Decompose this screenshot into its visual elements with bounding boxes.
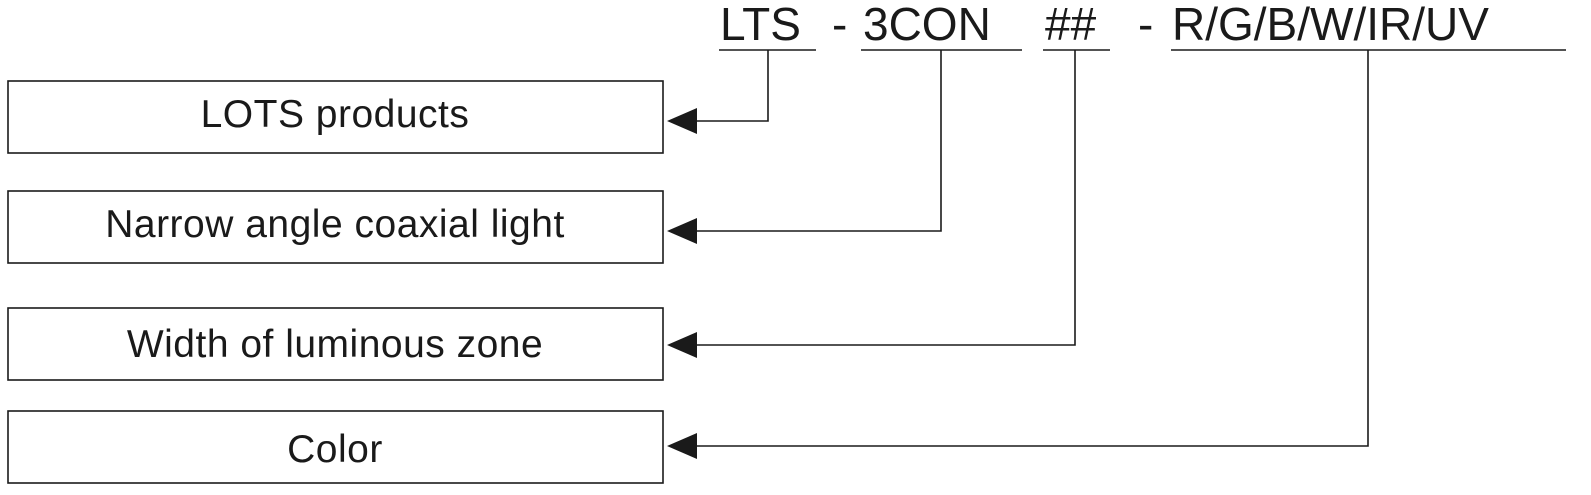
arrow-color-icon <box>667 433 697 459</box>
box-series: LOTS products <box>7 80 664 154</box>
box-color-frame <box>7 410 664 484</box>
box-type: Narrow angle coaxial light <box>7 190 664 264</box>
part-number-code: LTS - 3CON ## - R/G/B/W/IR/UV <box>720 0 1489 50</box>
box-width-label: Width of luminous zone <box>127 323 543 366</box>
leader-color <box>697 50 1369 447</box>
code-segment-type: 3CON <box>863 0 991 50</box>
leader-series <box>697 50 769 122</box>
code-segment-color: R/G/B/W/IR/UV <box>1172 0 1489 50</box>
leader-type <box>697 50 942 232</box>
box-color: Color <box>7 410 664 484</box>
box-width: Width of luminous zone <box>7 307 664 381</box>
box-series-frame <box>7 80 664 154</box>
leader-width <box>697 50 1076 346</box>
description-boxes: LOTS products Narrow angle coaxial light… <box>7 80 664 484</box>
code-separator-1: - <box>832 0 847 50</box>
code-segment-width: ## <box>1045 0 1097 50</box>
box-series-label: LOTS products <box>201 93 470 136</box>
box-type-frame <box>7 190 664 264</box>
box-type-label: Narrow angle coaxial light <box>105 203 565 246</box>
arrow-width-icon <box>667 332 697 358</box>
arrow-type-icon <box>667 218 697 244</box>
code-segment-series: LTS <box>720 0 801 50</box>
code-separator-2: - <box>1138 0 1153 50</box>
box-width-frame <box>7 307 664 381</box>
leader-lines <box>667 50 1369 459</box>
arrow-series-icon <box>667 108 697 134</box>
box-color-label: Color <box>287 428 383 471</box>
